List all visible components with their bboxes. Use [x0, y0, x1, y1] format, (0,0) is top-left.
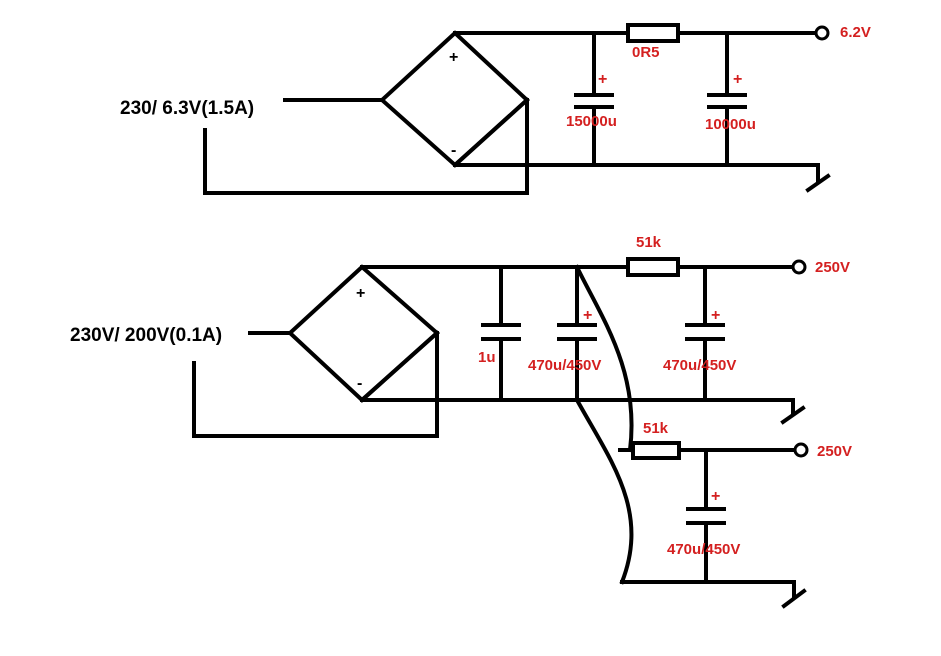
bottom-ground2-symbol [781, 588, 807, 609]
bottom-resistor2-51k [631, 441, 681, 460]
bottom-resistor1-51k [626, 257, 680, 277]
bottom-cap-out2-value: 470u/450V [667, 541, 740, 558]
bottom-output2-voltage: 250V [817, 443, 852, 460]
top-resistor-value: 0R5 [632, 44, 660, 61]
bottom-output1-terminal [791, 259, 807, 275]
bottom-output1-voltage: 250V [815, 259, 850, 276]
bottom-output2-terminal [793, 442, 809, 458]
bottom-resistor2-value: 51k [643, 420, 669, 437]
bottom-bridge-minus: - [357, 375, 362, 392]
bottom-branch-feed-wire [574, 264, 634, 453]
top-cap2-polarity: + [733, 71, 742, 88]
top-ground-symbol [805, 173, 831, 193]
bottom-bridge-plus: + [356, 285, 365, 302]
top-circuit: + - 230/ 6.3V(1.5A) + 15000u 0R5 + 10000… [120, 23, 871, 195]
bottom-cap-out2-polarity: + [711, 488, 720, 505]
top-cap1-value: 15000u [566, 113, 617, 130]
top-resistor-0r5 [626, 23, 680, 43]
bottom-circuit: + - [70, 234, 852, 609]
top-transformer-label: 230/ 6.3V(1.5A) [120, 98, 254, 119]
top-output-voltage: 6.2V [840, 24, 871, 41]
top-bridge-ac-link [452, 97, 530, 168]
top-output-terminal [814, 25, 830, 41]
bottom-resistor1-value: 51k [636, 234, 662, 251]
top-cap1-polarity: + [598, 71, 607, 88]
bottom-cap-main-polarity: + [583, 307, 592, 324]
bottom-ground1-symbol [780, 405, 806, 425]
bottom-cap-out1-polarity: + [711, 307, 720, 324]
bottom-branch-ground-wire [574, 397, 634, 585]
bottom-bridge-ac-link [359, 330, 440, 403]
bottom-cap-out1-value: 470u/450V [663, 357, 736, 374]
top-bridge-plus: + [449, 49, 458, 66]
bottom-cap-main-value: 470u/450V [528, 357, 601, 374]
top-bridge-minus: - [451, 142, 456, 159]
top-cap2-value: 10000u [705, 116, 756, 133]
bottom-transformer-label: 230V/ 200V(0.1A) [70, 325, 222, 346]
bottom-cap-film-value: 1u [478, 349, 496, 366]
